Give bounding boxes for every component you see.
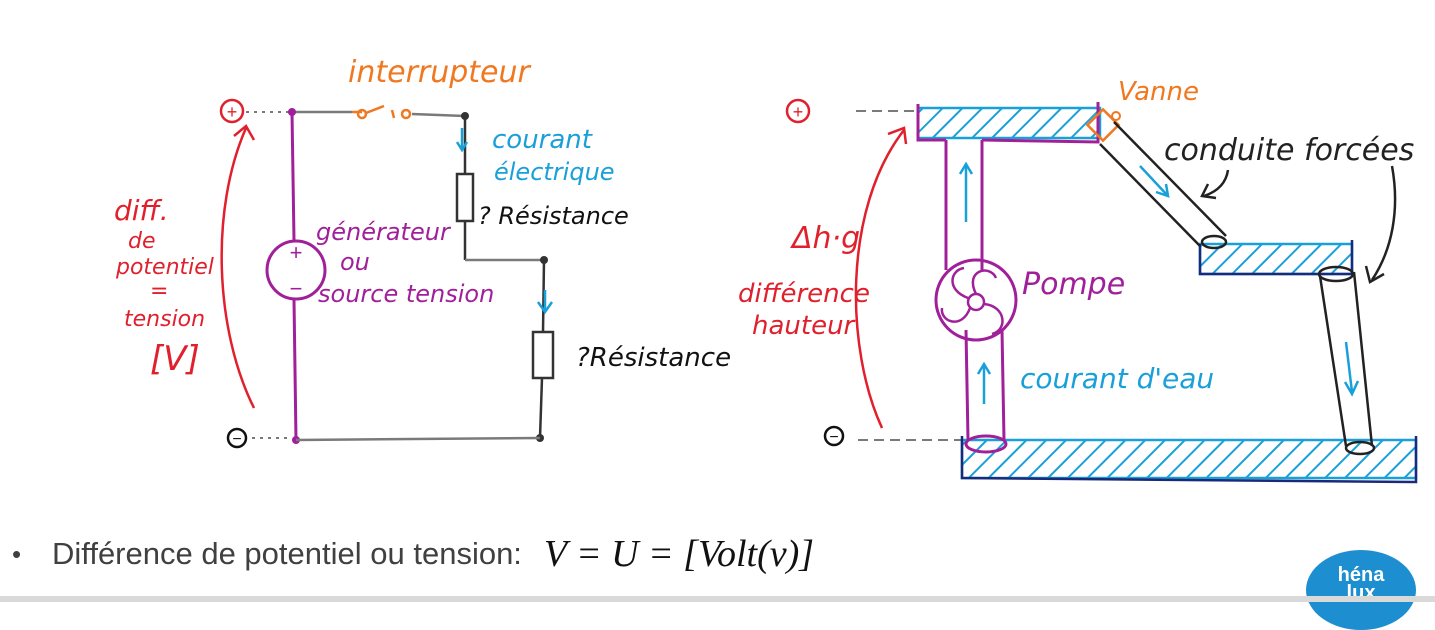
diff-label-2: de (128, 229, 156, 254)
pump-pipe-lower (964, 329, 1006, 441)
generator-label-2: ou (340, 248, 370, 276)
water-current-label: courant d'eau (1020, 362, 1214, 395)
potential-bracket-head (233, 124, 256, 141)
current-label-2: électrique (494, 158, 615, 186)
generator-wire-top (290, 111, 296, 241)
generator-label-1: générateur (316, 218, 452, 246)
penstock-pointer-2-head (1364, 265, 1385, 284)
penstock-pointer-1 (1203, 169, 1230, 198)
definition-bullet: • Différence de potentiel ou tension: V … (12, 532, 814, 576)
pump-pipe-inlet (964, 434, 1008, 454)
potential-bracket (220, 127, 256, 409)
switch (352, 104, 412, 120)
penstock-pointer-2 (1370, 165, 1397, 281)
resistor-1 (455, 172, 475, 223)
penstock-vertical-outlet (1344, 440, 1376, 456)
bullet-symbol: • (12, 538, 22, 569)
diff-label-1: diff. (114, 194, 169, 227)
height-label-1: différence (738, 279, 870, 309)
bottom-wire (295, 436, 541, 442)
penstock-pointer-1-head (1200, 183, 1217, 200)
hyd-plus-terminal (785, 98, 811, 124)
pump-flow-arrow-lower (976, 361, 992, 404)
diff-label-4: = (150, 279, 168, 304)
top-wire-right (411, 112, 466, 118)
lower-reservoir (960, 438, 1418, 480)
valve-knob (1111, 111, 1121, 121)
height-label-2: hauteur (752, 311, 857, 341)
definition-text: Différence de potentiel ou tension: (52, 536, 522, 571)
right-wire-4 (538, 377, 544, 439)
pump-flow-arrow-upper (958, 161, 974, 222)
current-arrow-2 (536, 290, 554, 315)
generator-wire-bottom (292, 299, 298, 441)
voltage-source: + − (265, 239, 327, 301)
resistor-2 (531, 330, 555, 380)
pump-label: Pompe (1022, 267, 1125, 302)
minus-terminal (226, 427, 248, 449)
penstock-flow-arrow-2 (1343, 341, 1360, 397)
node-top-left (288, 108, 296, 116)
middle-reservoir (1198, 242, 1354, 276)
resistance-label-1: ? Résistance (478, 202, 629, 230)
penstock-flow-arrow-1 (1139, 165, 1170, 198)
penstock-diagonal (1099, 121, 1227, 247)
switch-label: interrupteur (348, 55, 532, 90)
delta-label: Δh·g (790, 221, 860, 256)
plus-terminal-sign: + (227, 102, 238, 122)
hyd-minus-sign: − (829, 429, 838, 446)
potential-label: diff. de potentiel = tension [V] (114, 194, 214, 379)
minus-terminal-sign: − (232, 431, 241, 448)
footer-bar (0, 596, 1435, 602)
diff-label-6: [V] (150, 339, 200, 379)
pump (934, 258, 1018, 342)
hyd-minus-terminal (823, 425, 845, 447)
plus-terminal (219, 98, 245, 124)
source-minus: − (290, 276, 303, 301)
electric-circuit: interrupteur + − générateur ou source te… (114, 55, 731, 449)
height-bracket (854, 129, 905, 429)
penstock-diagonal-outlet (1200, 234, 1228, 250)
valve-label: Vanne (1118, 77, 1199, 107)
node-top-right (461, 112, 469, 120)
hyd-plus-sign: + (793, 102, 804, 122)
hydraulic-analogy: + − Pompe courant d'eau (738, 77, 1418, 484)
valve (1085, 107, 1121, 143)
penstock-label: conduite forcées (1164, 133, 1414, 168)
penstock-vertical-inlet (1317, 265, 1355, 283)
resistance-label-2: ?Résistance (576, 343, 731, 373)
voltage-formula: V = U = [Volt(v)] (543, 533, 815, 575)
diff-label-3: potentiel (115, 255, 214, 280)
analogy-diagram: interrupteur + − générateur ou source te… (114, 55, 1418, 484)
henallux-logo: héna lux (1306, 550, 1416, 630)
current-label-1: courant (492, 125, 593, 155)
upper-reservoir (916, 106, 1102, 140)
height-bracket-head (887, 126, 908, 145)
right-wire-3 (541, 259, 546, 333)
lower-reservoir-walls (960, 436, 1418, 484)
logo-line-1: héna (1337, 564, 1385, 586)
generator-label-3: source tension (318, 280, 494, 308)
pump-pipe-upper (944, 140, 984, 270)
diff-label-5: tension (124, 307, 205, 332)
current-arrow-1 (455, 128, 469, 153)
source-plus: + (290, 240, 303, 265)
penstock-vertical (1318, 271, 1374, 447)
middle-reservoir-walls (1198, 240, 1354, 276)
